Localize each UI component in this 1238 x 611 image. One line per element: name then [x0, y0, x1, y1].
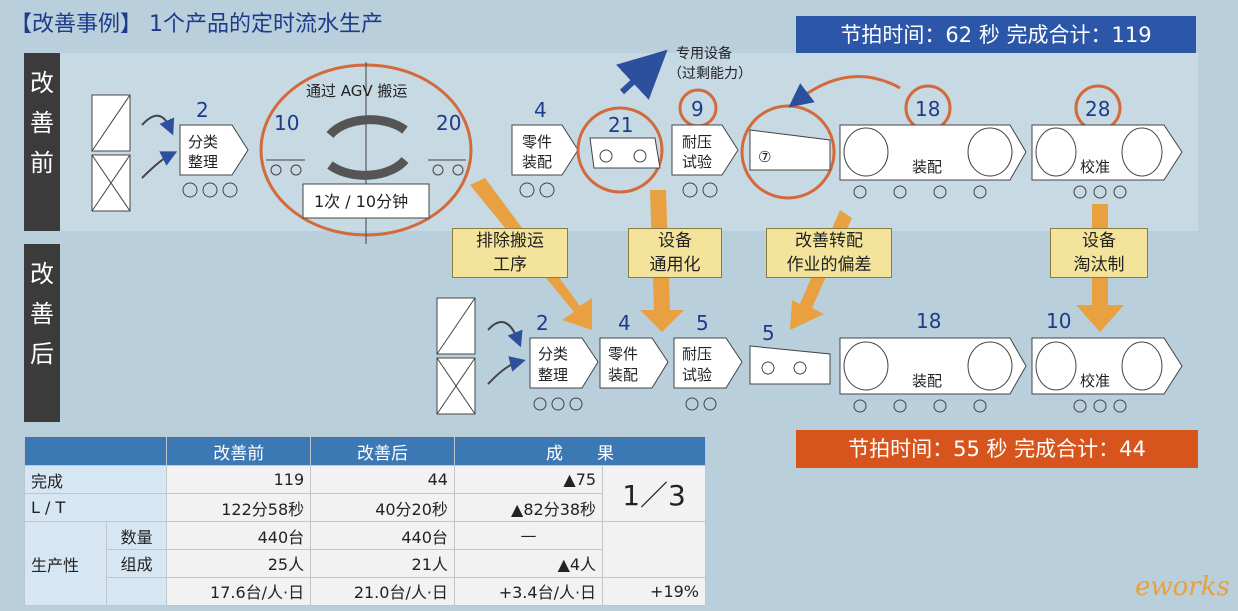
callout-equipment-elimination: 设备淘汰制: [1050, 228, 1148, 278]
before-input-boxes: [91, 94, 131, 212]
callout-equipment-generalization: 设备通用化: [628, 228, 722, 278]
after-machine-value: 5: [762, 321, 775, 345]
feed-arrow-icon: [141, 114, 175, 136]
agv-frequency: 1次 / 10分钟: [314, 192, 408, 211]
wheels-icon: [182, 182, 238, 198]
lead-time-ratio: 1／3: [602, 465, 706, 523]
equip-highlight-circle: [576, 106, 664, 194]
after-parts-value: 4: [618, 311, 631, 335]
swap-arrow-icon: [616, 49, 668, 100]
table-row: 生产性 数量 440台 440台 —: [24, 521, 706, 606]
after-sort-value: 2: [536, 311, 549, 335]
before-machine: [749, 129, 831, 171]
svg-text:装配: 装配: [912, 372, 942, 390]
svg-text:装配: 装配: [912, 158, 942, 176]
agv-cycle-icon: [326, 115, 409, 180]
page-title: 【改善事例】 1个产品的定时流水生产: [10, 12, 383, 37]
feed-arrow-icon: [141, 151, 178, 179]
eworks-logo: eworks: [1135, 572, 1230, 602]
svg-text:专用设备: 专用设备: [676, 45, 732, 62]
agv-cart-icon: [266, 159, 305, 176]
before-press-station: [671, 124, 739, 176]
before-sort-value: 2: [196, 98, 209, 122]
col-header-before: 改善前: [166, 435, 312, 467]
svg-text:分类: 分类: [538, 345, 568, 363]
svg-text:整理: 整理: [188, 153, 218, 171]
after-press-station: [673, 337, 743, 389]
wheels-icon: [599, 149, 647, 163]
before-equip-value: 21: [608, 113, 633, 137]
svg-text:（过剩能力）: （过剩能力）: [668, 66, 752, 82]
svg-text:耐压: 耐压: [682, 345, 712, 363]
wheels-icon: [1073, 399, 1127, 413]
feed-arrow-icon: [487, 321, 523, 348]
svg-text:零件: 零件: [608, 345, 638, 363]
feed-arrow-icon: [487, 356, 526, 385]
wheels-icon: [533, 397, 717, 411]
svg-text:校准: 校准: [1080, 158, 1110, 176]
side-label-after: 改 善 后: [24, 244, 60, 422]
table-row: 完成 119 44 ▲75 1／3: [23, 465, 706, 523]
takt-banner-after: 节拍时间：55 秒 完成合计：44: [796, 430, 1198, 468]
before-machine-value: ⑦: [758, 148, 771, 166]
svg-text:整理: 整理: [538, 366, 568, 384]
after-assembly-value: 18: [916, 309, 941, 333]
after-calib-station: [1031, 337, 1183, 395]
after-assembly-station: [839, 337, 1027, 395]
svg-text:装配: 装配: [522, 153, 552, 171]
before-assembly-station: [839, 124, 1027, 181]
callout-reduce-variance: 改善转配作业的偏差: [766, 228, 892, 278]
after-input-boxes: [436, 297, 476, 415]
col-header-result: 成 果: [453, 435, 707, 467]
before-calib-station: [1031, 124, 1183, 181]
wheels-icon: [853, 185, 987, 199]
svg-text:装配: 装配: [608, 366, 638, 384]
wheels-icon: [1073, 185, 1127, 199]
table-row: L / T 122分58秒 40分20秒 ▲82分38秒: [23, 493, 706, 523]
col-header-after: 改善后: [310, 435, 455, 467]
before-parts-value: 4: [534, 98, 547, 122]
takt-banner-before: 节拍时间：62 秒 完成合计：119: [796, 16, 1196, 54]
machine-highlight-circle: [740, 104, 836, 200]
before-press-value: 9: [691, 97, 704, 121]
before-equip-machine: [589, 137, 661, 169]
productivity-pct: +19%: [602, 576, 706, 607]
agv-cart-icon: [428, 159, 466, 176]
wheels-icon: [853, 399, 987, 413]
table-row: 17.6台/人·日 21.0台/人·日 +3.4台/人·日 +19%: [25, 576, 706, 607]
svg-text:耐压: 耐压: [682, 133, 712, 151]
agv-right-value: 20: [436, 111, 461, 135]
table-row: 组成 25人 21人 ▲4人: [25, 549, 706, 578]
wheels-icon: [519, 182, 555, 198]
before-calib-value: 28: [1085, 97, 1110, 121]
side-label-before: 改 善 前: [24, 53, 60, 231]
before-assembly-value: 18: [915, 97, 940, 121]
wheels-icon: [682, 182, 718, 198]
before-sort-station: [179, 124, 249, 176]
svg-text:分类: 分类: [188, 133, 218, 151]
callout-remove-transport: 排除搬运工序: [452, 228, 568, 278]
after-sort-station: [529, 337, 599, 389]
svg-text:校准: 校准: [1080, 372, 1110, 390]
results-table: 改善前 改善后 成 果 完成 119 44 ▲75 1／3 L / T 122分…: [23, 435, 707, 607]
flow-diagram: 2 分类 整理 通过 AGV 搬运 10 20 1次 / 10分钟 4 零件 装…: [91, 45, 1183, 415]
agv-left-value: 10: [274, 111, 299, 135]
before-parts-station: [511, 124, 579, 176]
after-calib-value: 10: [1046, 309, 1071, 333]
after-press-value: 5: [696, 311, 709, 335]
after-machine: [749, 345, 831, 385]
after-parts-station: [599, 337, 669, 389]
agv-label: 通过 AGV 搬运: [306, 82, 407, 100]
wheels-icon: [761, 361, 807, 375]
svg-text:零件: 零件: [522, 133, 552, 151]
svg-text:试验: 试验: [682, 366, 712, 384]
agv-frequency-box: [302, 183, 430, 219]
svg-text:试验: 试验: [682, 153, 712, 171]
transfer-arrow-icon: [788, 75, 901, 108]
